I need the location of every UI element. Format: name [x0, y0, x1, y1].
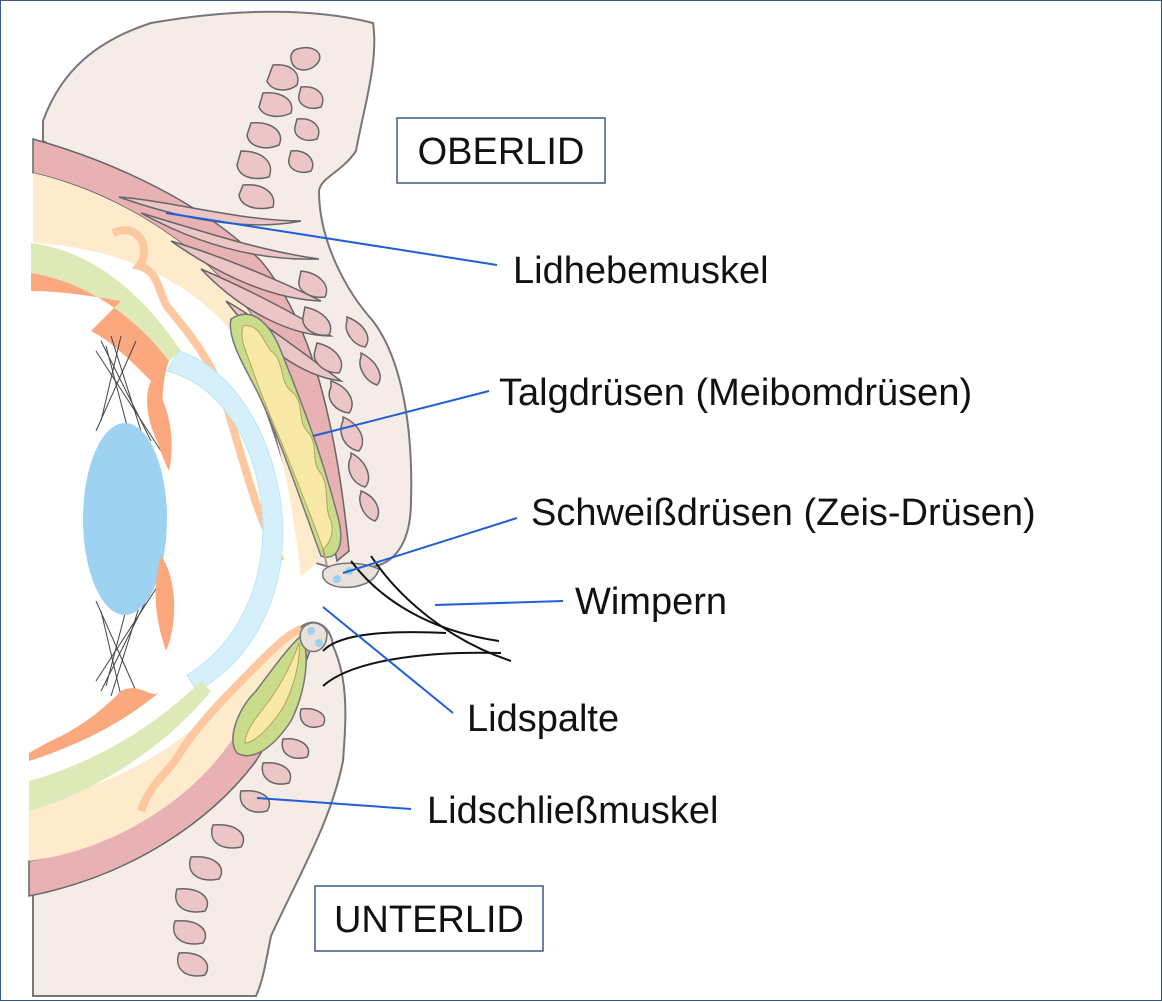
lidhebemuskel-label: Lidhebemuskel [513, 250, 769, 292]
lidspalte-leader [322, 606, 454, 714]
lower-meibomian-gland-lobules [244, 642, 300, 744]
lidschliessmuskel-label: Lidschließmuskel [427, 790, 718, 832]
unterlid-label: UNTERLID [334, 899, 524, 941]
talgdruesen-leader [312, 390, 490, 437]
lower-ciliary-body [29, 688, 161, 761]
lower-orbicularis-segments [172, 707, 326, 977]
upper-gland-duct [322, 548, 328, 567]
schweissdruesen-label: Schweißdrüsen (Zeis-Drüsen) [531, 492, 1036, 534]
lower-green-layer [29, 681, 211, 811]
wimpern-leader [434, 600, 564, 606]
lidhebemuskel-leader [165, 212, 498, 266]
zeis-glands [299, 562, 380, 653]
schweissdruesen-leader [342, 517, 518, 574]
lower-conjunctiva-fold [137, 625, 303, 813]
upper-conjunctiva-fold [111, 226, 285, 563]
lens [83, 423, 167, 615]
lidspalte-label: Lidspalte [467, 698, 619, 740]
wimpern-label: Wimpern [575, 581, 727, 623]
talgdruesen-label: Talgdrüsen (Meibomdrüsen) [499, 372, 972, 414]
upper-meibomian-gland-lobules [241, 325, 333, 550]
lower-cream-layer [29, 629, 301, 861]
iris-lower [155, 556, 175, 651]
lidschliessmuskel-leader [256, 797, 412, 810]
upper-orbicularis-segments [236, 47, 381, 522]
oberlid-label: OBERLID [418, 131, 585, 173]
oberlid-label-box: OBERLID [396, 117, 606, 184]
unterlid-label-box: UNTERLID [314, 885, 544, 952]
eyelashes [322, 555, 512, 687]
levator-muscle-fibers [118, 196, 344, 383]
iris-upper [150, 381, 172, 471]
upper-ciliary-body [31, 273, 171, 461]
